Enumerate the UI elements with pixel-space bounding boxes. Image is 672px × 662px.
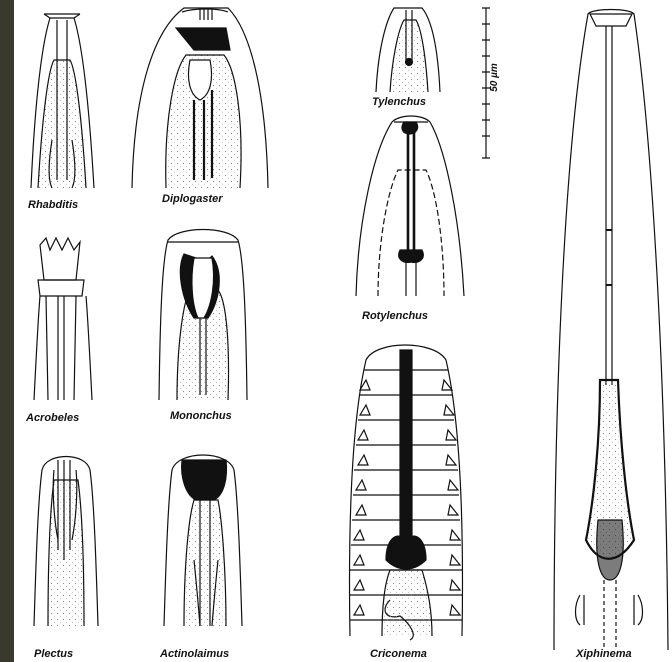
label-actinolaimus: Actinolaimus (160, 648, 229, 660)
label-xiphinema: Xiphinema (576, 648, 632, 660)
criconema-head (350, 345, 463, 640)
scale-bar-label: 50 µm (489, 63, 500, 92)
rotylenchus-head (356, 116, 464, 296)
label-rotylenchus: Rotylenchus (362, 310, 428, 322)
label-rhabditis: Rhabditis (28, 199, 78, 211)
plectus-head (34, 457, 98, 627)
nematode-heads-drawing (14, 0, 672, 662)
diagram-plate: Rhabditis Diplogaster Acrobeles Mononchu… (14, 0, 672, 662)
xiphinema-head (554, 10, 668, 651)
label-criconema: Criconema (370, 648, 427, 660)
acrobeles-head (34, 238, 92, 400)
label-diplogaster: Diplogaster (162, 193, 223, 205)
rhabditis-head (31, 14, 94, 188)
label-mononchus: Mononchus (170, 410, 232, 422)
label-plectus: Plectus (34, 648, 73, 660)
diplogaster-head (132, 8, 268, 188)
actinolaimus-head (164, 455, 242, 626)
mononchus-head (159, 230, 247, 401)
label-acrobeles: Acrobeles (26, 412, 79, 424)
label-tylenchus: Tylenchus (372, 96, 426, 108)
tylenchus-head (376, 8, 440, 92)
